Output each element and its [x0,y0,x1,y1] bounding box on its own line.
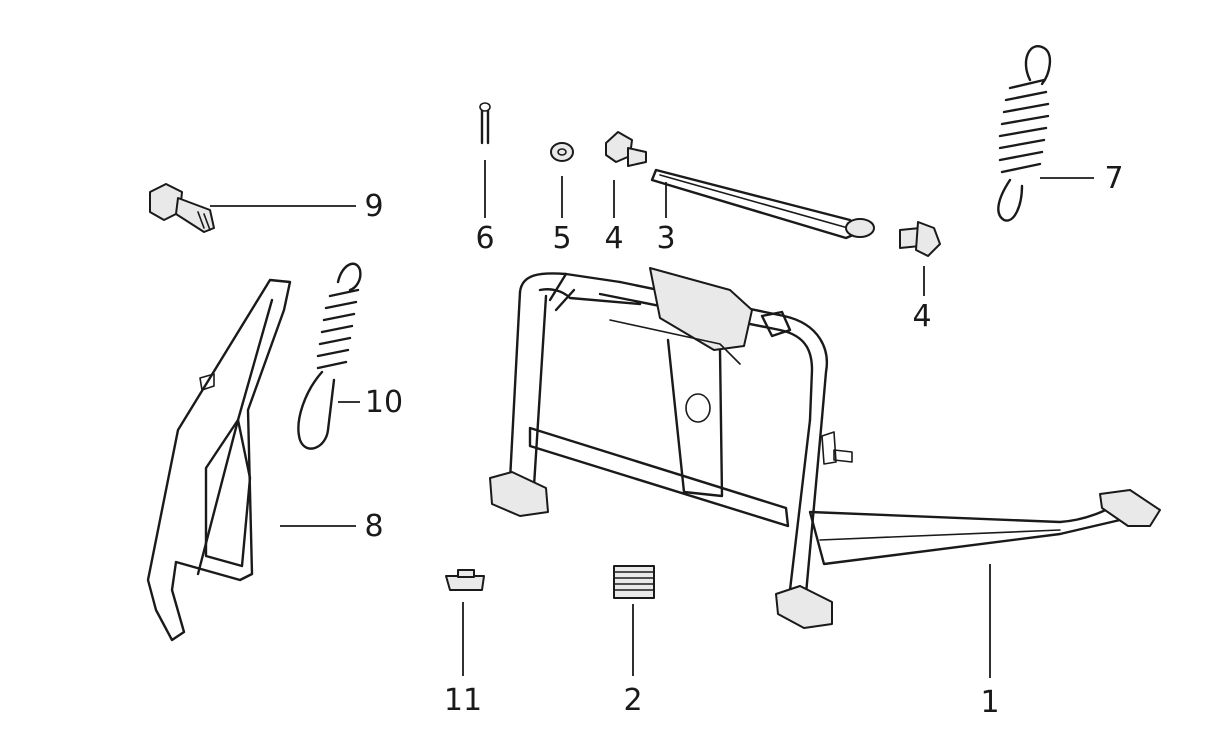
callout-3: 3 [656,221,675,256]
callout-4-top: 4 [604,221,623,256]
bolt-part [149,183,215,233]
cotter-pin-part [479,102,491,145]
washer-part [550,142,574,162]
callout-1: 1 [980,685,999,720]
bushing-part-top [605,131,647,167]
side-stand-part [146,278,292,642]
callout-7: 7 [1104,161,1123,196]
rubber-pad-part [613,565,655,599]
callout-10: 10 [365,385,403,420]
pivot-shaft-part [650,168,875,240]
main-stand-part [489,267,1161,629]
spring-part-7 [997,45,1052,222]
callout-4-right: 4 [912,299,931,334]
callout-9: 9 [364,189,383,224]
callout-labels: 6 5 4 3 4 7 9 10 8 11 2 1 [364,161,1123,720]
leader-lines [210,160,1094,678]
callout-11: 11 [444,683,482,718]
callout-6: 6 [475,221,494,256]
callout-8: 8 [364,509,383,544]
spring-part-10 [297,262,362,450]
rubber-stopper-part [445,569,485,591]
bushing-part-right [899,221,941,257]
callout-5: 5 [552,221,571,256]
callout-2: 2 [623,683,642,718]
